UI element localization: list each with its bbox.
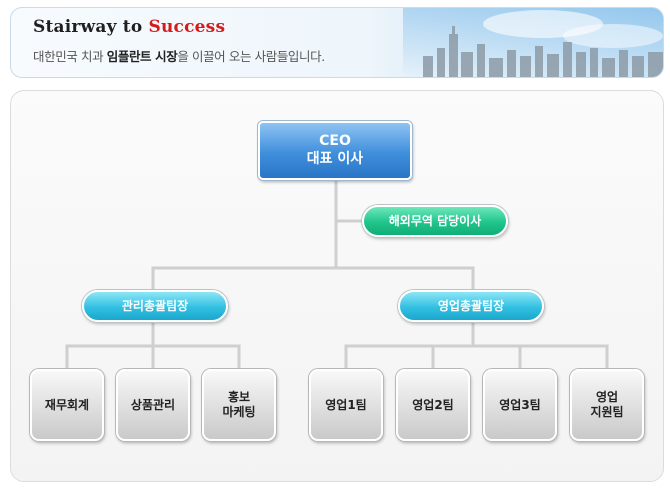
team-marketing-box: 홍보 마케팅 <box>202 369 276 441</box>
banner-title: Stairway to Success <box>33 17 225 37</box>
sales-head-box: 영업총괄팀장 <box>398 290 544 322</box>
team-label: 홍보 <box>227 390 251 404</box>
ceo-title: CEO <box>319 133 351 149</box>
city-skyline-image <box>403 8 663 77</box>
ceo-box: CEO 대표 이사 <box>258 121 412 180</box>
team-label-line2: 마케팅 <box>222 405 256 419</box>
banner-title-main: Stairway to <box>33 17 149 37</box>
overseas-director-box: 해외무역 담당이사 <box>362 205 508 237</box>
team-label: 영업1팀 <box>325 397 367 412</box>
banner-subtitle: 대한민국 치과 임플란트 시장을 이끌어 오는 사람들입니다. <box>33 46 325 65</box>
banner-subtitle-pre: 대한민국 치과 <box>33 49 107 64</box>
banner-subtitle-highlight: 임플란트 시장 <box>106 49 178 64</box>
team-label: 영업2팀 <box>412 397 454 412</box>
team-label: 상품관리 <box>130 397 176 412</box>
team-label: 영업 <box>595 390 619 404</box>
team-finance-box: 재무회계 <box>30 369 104 441</box>
banner-title-accent: Success <box>148 17 226 37</box>
management-head-box: 관리총괄팀장 <box>82 290 228 322</box>
team-label: 재무회계 <box>44 397 90 412</box>
team-sales2-box: 영업2팀 <box>396 369 470 441</box>
ceo-subtitle: 대표 이사 <box>306 150 364 167</box>
header-banner: Stairway to Success 대한민국 치과 임플란트 시장을 이끌어… <box>10 7 664 78</box>
team-product-box: 상품관리 <box>116 369 190 441</box>
team-sales-support-box: 영업 지원팀 <box>570 369 644 441</box>
team-label: 영업3팀 <box>499 397 541 412</box>
banner-subtitle-post: 을 이끌어 오는 사람들입니다. <box>177 49 325 64</box>
team-label-line2: 지원팀 <box>590 405 624 419</box>
team-sales3-box: 영업3팀 <box>483 369 557 441</box>
team-sales1-box: 영업1팀 <box>309 369 383 441</box>
